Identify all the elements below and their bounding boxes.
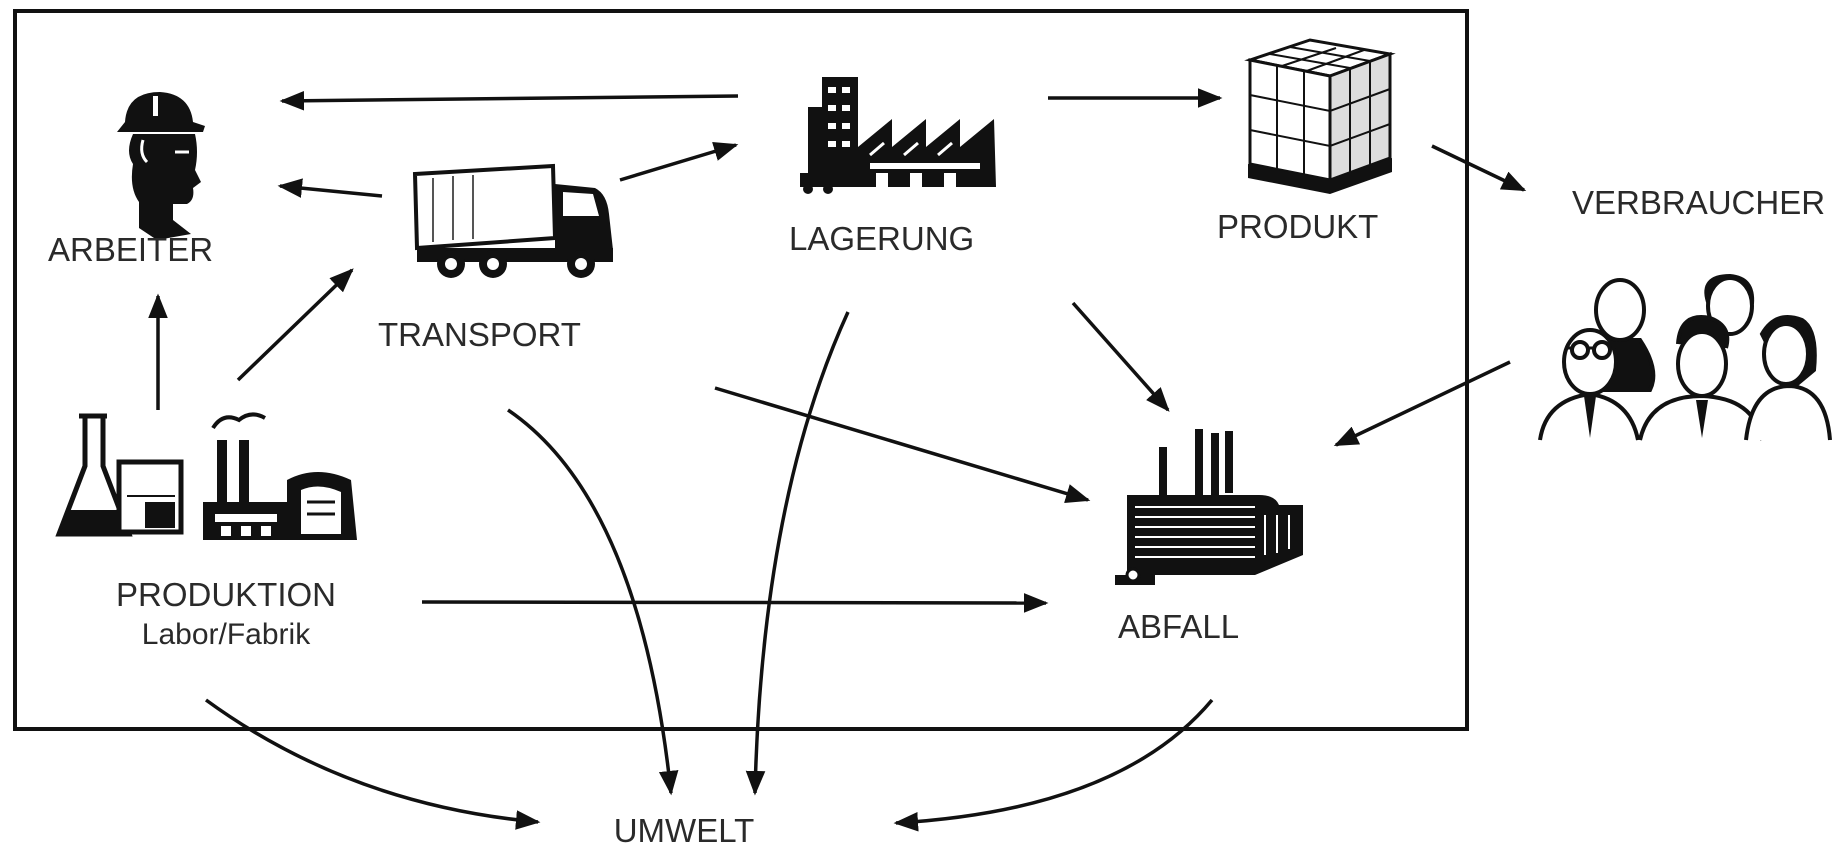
arrow-abfall-to-umwelt	[893, 698, 1214, 832]
arrow-produktion-to-transport	[236, 268, 354, 382]
arrow-verbraucher-to-abfall	[1333, 360, 1511, 447]
node-label-abfall: ABFALL	[1118, 608, 1240, 645]
arrow-transport-to-arbeiter	[277, 178, 383, 198]
arrow-lagerung-to-umwelt	[745, 311, 850, 796]
worker-helmet-icon	[117, 92, 205, 240]
pallet-boxes-icon	[1244, 38, 1396, 194]
arrow-lagerung-to-abfall	[1071, 301, 1170, 412]
arrow-lagerung-to-arbeiter	[279, 90, 739, 111]
node-sublabel-produktion: Labor/Fabrik	[141, 618, 311, 651]
node-label-transport: TRANSPORT	[378, 316, 581, 353]
arrow-produktion-to-umwelt	[204, 698, 541, 830]
arrow-transport-to-lagerung	[619, 141, 739, 182]
edges	[148, 88, 1527, 832]
node-label-verbraucher: VERBRAUCHER	[1572, 184, 1826, 221]
arrow-produkt-to-verbraucher	[1431, 144, 1527, 192]
node-label-produkt: PRODUKT	[1217, 208, 1379, 245]
node-label-lagerung: LAGERUNG	[789, 220, 975, 257]
warehouse-icon	[800, 77, 996, 194]
arrow-transport-to-abfall	[714, 386, 1091, 504]
truck-icon	[412, 163, 613, 278]
incinerator-plant-icon	[1115, 429, 1303, 585]
lab-factory-icon	[55, 412, 357, 540]
arrow-transport-to-umwelt	[507, 408, 679, 796]
node-label-umwelt: UMWELT	[613, 812, 755, 849]
people-group-icon	[1538, 273, 1832, 441]
arrow-produktion-to-abfall	[421, 593, 1049, 613]
system-boundary-box	[13, 9, 1469, 731]
node-label-produktion: PRODUKTION	[115, 576, 337, 613]
node-label-arbeiter: ARBEITER	[48, 231, 214, 268]
